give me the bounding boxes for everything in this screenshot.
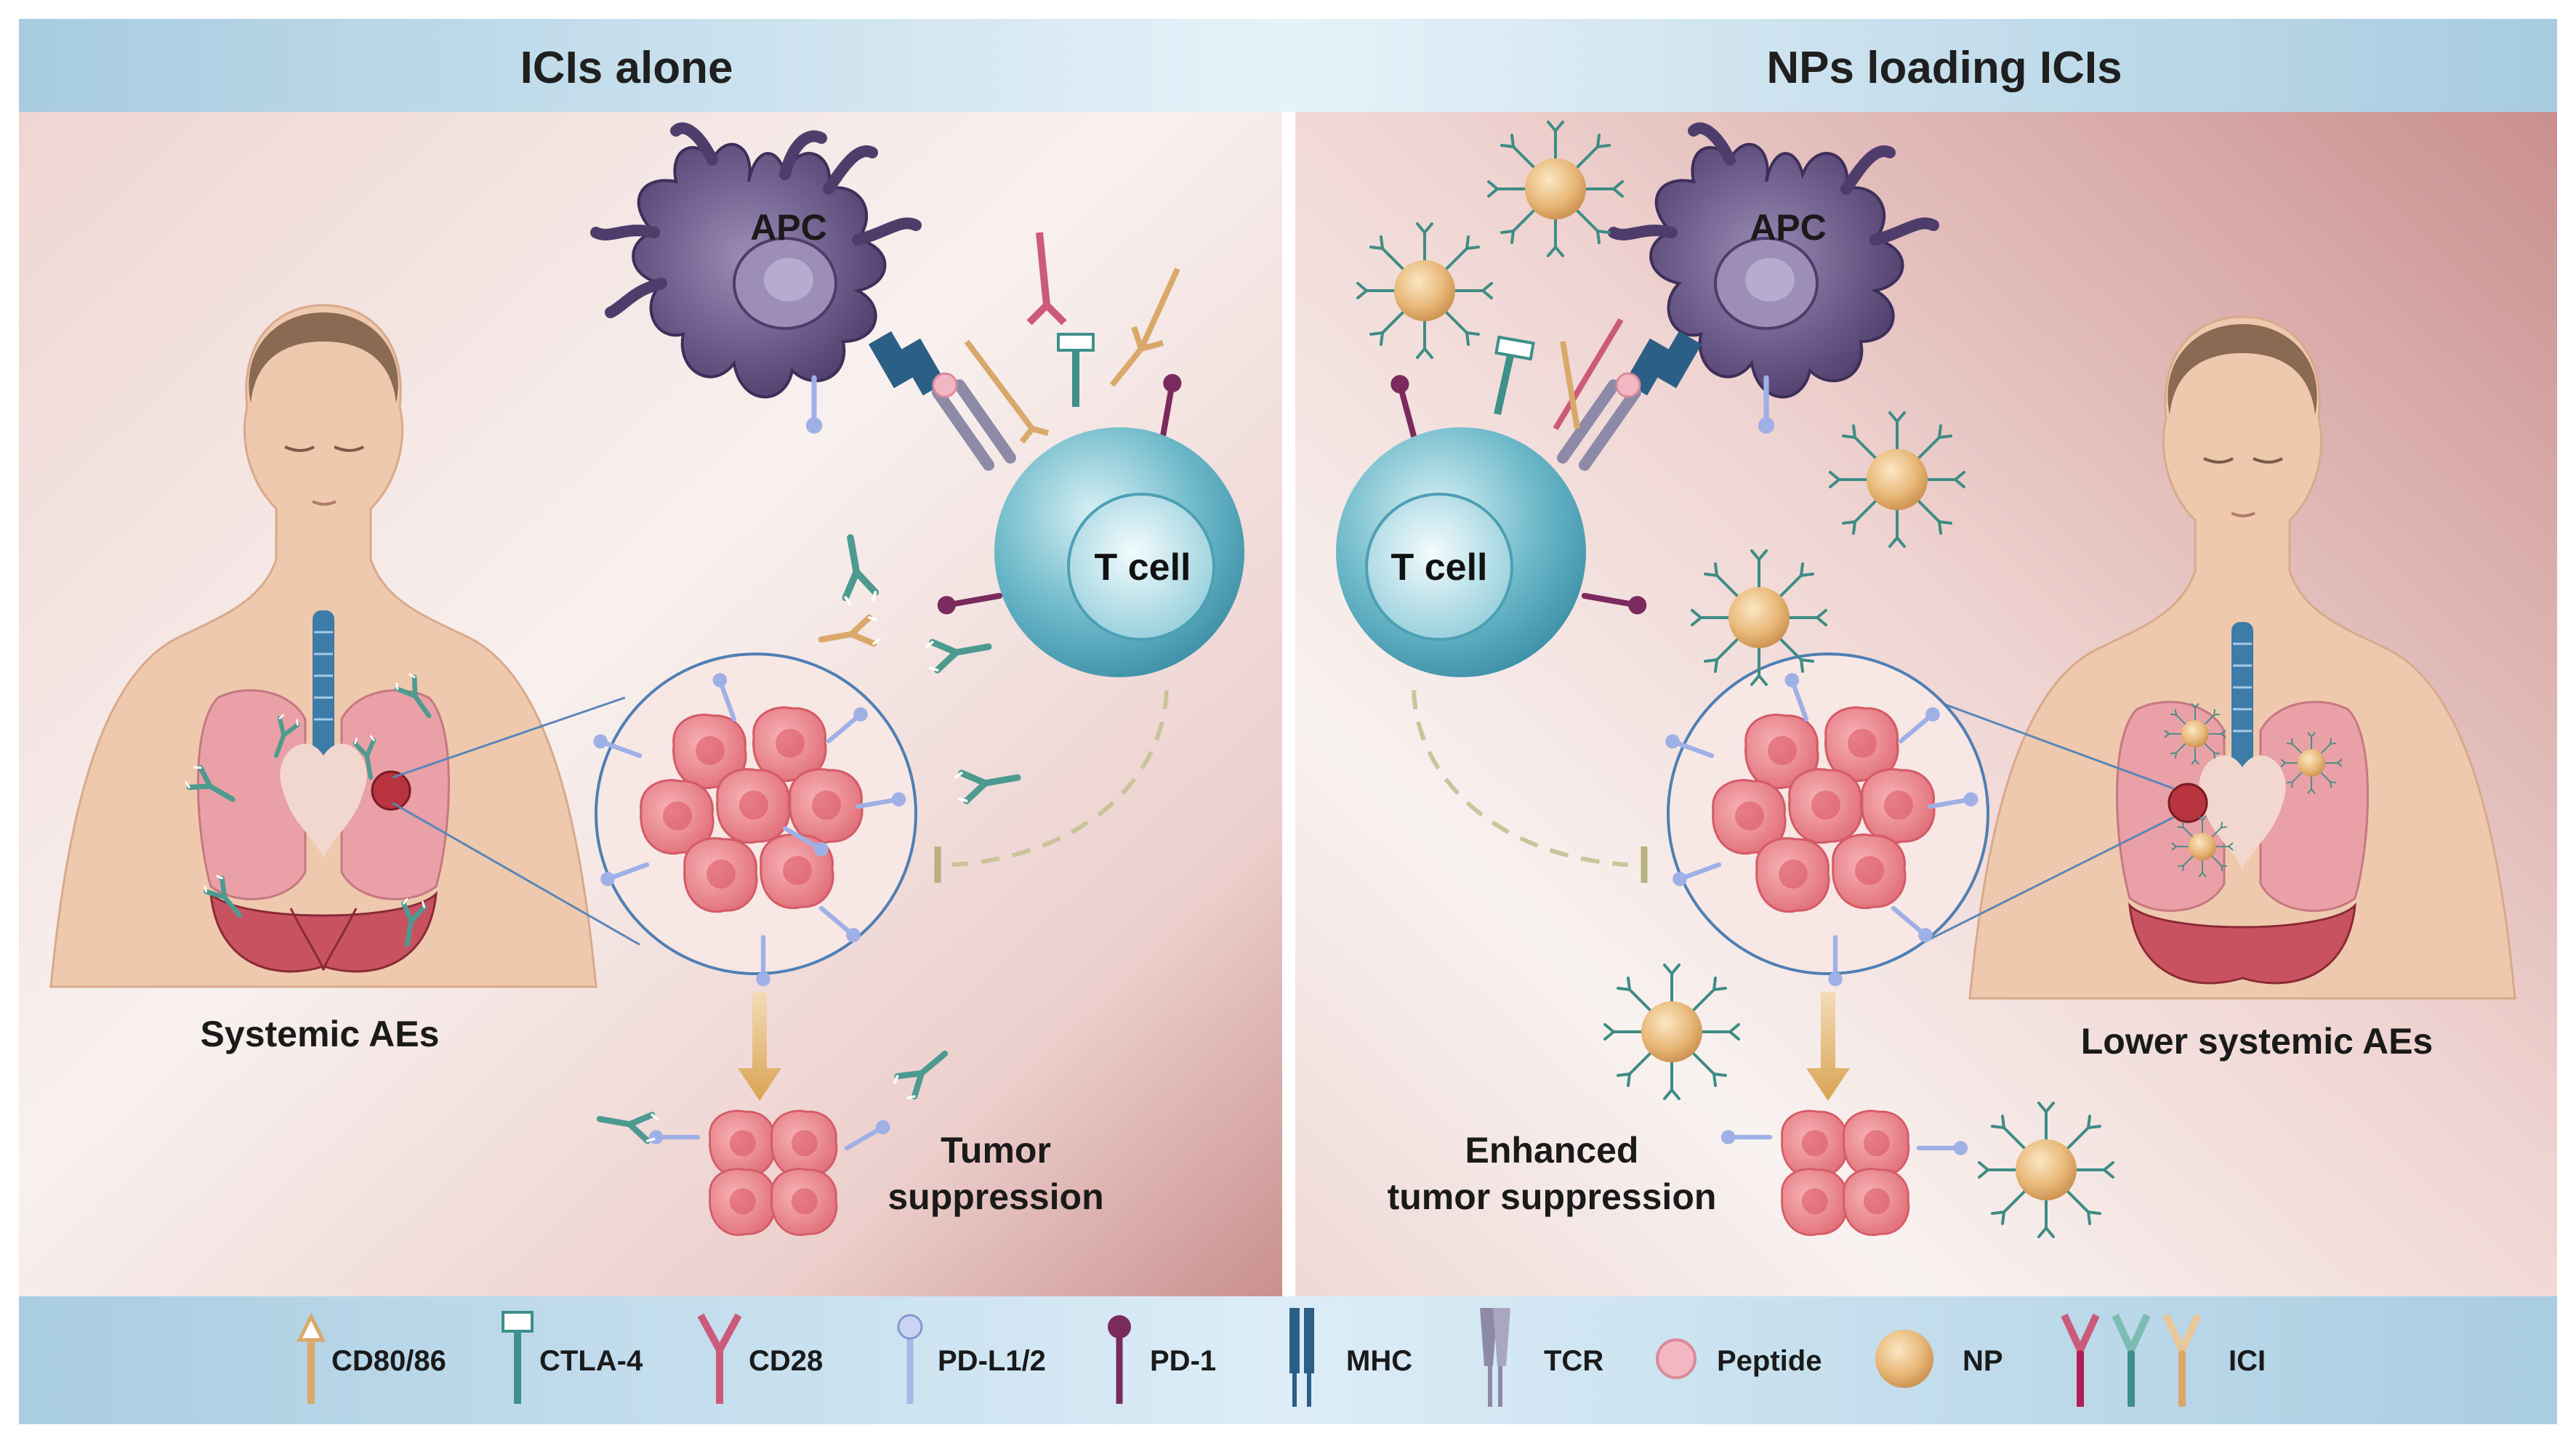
- legend-label-1: CTLA-4: [539, 1345, 643, 1377]
- left-panel: Systemic AEs: [49, 122, 1244, 1237]
- legend-label-2: CD28: [749, 1345, 823, 1377]
- left-synapse-molecules: [806, 232, 1183, 605]
- right-zoom-line-top: [1925, 696, 2174, 790]
- right-body-caption: Lower systemic AEs: [2081, 1021, 2433, 1062]
- ctla-4-icon: [502, 1311, 534, 1404]
- left-tcell-label: T cell: [1095, 546, 1191, 589]
- right-apc-label: APC: [1750, 207, 1827, 248]
- right-tumor-zoom-circle: [1664, 653, 1989, 986]
- left-outcome-line1: Tumor: [941, 1130, 1051, 1171]
- cd28-icon: [697, 1313, 742, 1404]
- right-human-body-illustration: [1968, 315, 2516, 1000]
- left-human-body-illustration: [49, 304, 597, 988]
- legend-label-6: TCR: [1544, 1345, 1603, 1377]
- pd-l1-2-icon: [897, 1314, 923, 1404]
- left-tumor-zoom-circle: [592, 653, 917, 986]
- right-panel-title: NPs loading ICIs: [1766, 43, 2122, 93]
- header-bar: ICIs alone NPs loading ICIs: [19, 19, 2557, 112]
- ici-icon: [2061, 1313, 2202, 1407]
- left-zoom-line-bottom: [392, 801, 640, 946]
- right-down-arrow: [1806, 992, 1850, 1101]
- legend-label-0: CD80/86: [331, 1345, 446, 1377]
- legend-label-5: MHC: [1346, 1345, 1412, 1377]
- left-t-cell: T cell: [994, 427, 1244, 677]
- right-inhibition-path: [1412, 690, 1629, 867]
- right-tcell-label: T cell: [1391, 546, 1488, 589]
- left-inhibition-path: [951, 690, 1169, 867]
- legend-label-4: PD-1: [1150, 1345, 1216, 1377]
- left-down-arrow: [738, 992, 781, 1101]
- panel-divider: [1282, 112, 1295, 1296]
- np-icon: [1875, 1330, 1933, 1388]
- left-apc-cell: APC: [590, 122, 922, 399]
- right-t-cell: T cell: [1336, 427, 1586, 677]
- pd-1-icon: [1108, 1315, 1131, 1404]
- legend-label-7: Peptide: [1717, 1345, 1822, 1377]
- left-panel-title: ICIs alone: [520, 43, 733, 93]
- left-apc-label: APC: [750, 207, 827, 248]
- peptide-icon: [1656, 1338, 1696, 1379]
- legend-label-9: ICI: [2229, 1345, 2266, 1377]
- right-zoom-line-bottom: [1918, 816, 2174, 946]
- legend-label-3: PD-L1/2: [938, 1345, 1046, 1377]
- legend-bar: CD80/86 CTLA-4 CD28 PD-L1/2 PD-1 MHC: [19, 1296, 2557, 1424]
- cd80-86-icon: [296, 1312, 326, 1404]
- mhc-icon: [1289, 1308, 1314, 1407]
- left-body-caption: Systemic AEs: [201, 1014, 440, 1054]
- right-synapse-molecules: [1388, 318, 1774, 471]
- left-zoom-line-top: [392, 696, 626, 779]
- tcr-icon: [1480, 1308, 1510, 1407]
- right-outcome-line1: Enhanced: [1465, 1130, 1639, 1171]
- right-apc-cell: APC: [1608, 122, 1939, 399]
- left-outcome-line2: suppression: [887, 1176, 1103, 1217]
- legend-label-8: NP: [1963, 1345, 2003, 1377]
- right-panel: Lower systemic AEs: [1336, 121, 2516, 1238]
- right-outcome-line2: tumor suppression: [1388, 1176, 1717, 1217]
